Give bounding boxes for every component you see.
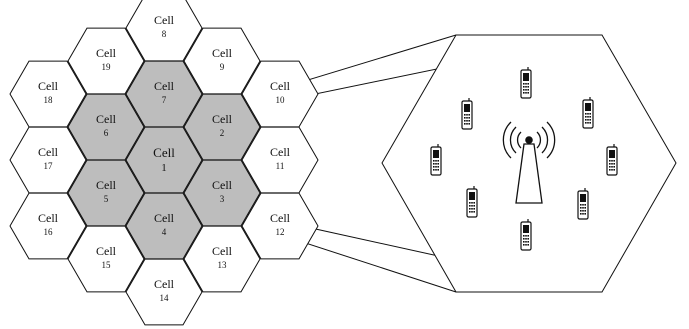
cell-cluster: Cell8Cell9Cell10Cell11Cell12Cell13Cell14…	[9, 0, 319, 326]
mobile-phones	[430, 67, 618, 251]
cell-number: 8	[162, 29, 167, 39]
cell-label: Cell	[96, 178, 117, 192]
cell-17: Cell 17	[9, 126, 87, 194]
cell-number: 1	[161, 162, 167, 174]
cell-3: Cell 3	[183, 159, 261, 227]
cell-label: Cell	[38, 145, 59, 159]
zoomed-cell	[381, 34, 677, 293]
cell-number: 19	[102, 62, 112, 72]
cell-number: 4	[162, 227, 167, 237]
cell-tower-icon	[502, 121, 556, 204]
cell-label: Cell	[212, 46, 233, 60]
cell-7: Cell 7	[125, 60, 203, 128]
cell-label: Cell	[212, 244, 233, 258]
mobile-phone-icon	[466, 186, 478, 218]
cell-hexagon	[9, 60, 87, 128]
cell-hexagon	[67, 93, 145, 161]
cell-1: Cell 1	[125, 126, 203, 194]
cell-label: Cell	[154, 277, 175, 291]
cell-hexagon	[125, 192, 203, 260]
cell-hexagon	[183, 159, 261, 227]
cell-number: 2	[220, 128, 225, 138]
cell-12: Cell 12	[241, 192, 319, 260]
mobile-phone-icon	[606, 144, 618, 176]
cell-16: Cell 16	[9, 192, 87, 260]
cell-label: Cell	[154, 13, 175, 27]
cell-number: 5	[104, 194, 109, 204]
cell-label: Cell	[270, 79, 291, 93]
cell-19: Cell 19	[67, 27, 145, 95]
mobile-phone-icon	[430, 144, 442, 176]
cell-number: 11	[276, 161, 285, 171]
cell-label: Cell	[96, 244, 117, 258]
cell-18: Cell 18	[9, 60, 87, 128]
cell-label: Cell	[153, 145, 175, 160]
cell-number: 14	[160, 293, 170, 303]
mobile-phone-icon	[520, 67, 532, 99]
cell-number: 6	[104, 128, 109, 138]
cell-11: Cell 11	[241, 126, 319, 194]
cell-label: Cell	[154, 211, 175, 225]
cell-6: Cell 6	[67, 93, 145, 161]
cell-label: Cell	[212, 178, 233, 192]
cell-number: 15	[102, 260, 112, 270]
cell-hexagon	[241, 192, 319, 260]
cell-hexagon	[125, 60, 203, 128]
cell-number: 18	[44, 95, 54, 105]
cell-number: 10	[276, 95, 286, 105]
cell-label: Cell	[38, 79, 59, 93]
mobile-phone-icon	[577, 188, 589, 220]
mobile-phone-icon	[582, 97, 594, 129]
cell-number: 9	[220, 62, 225, 72]
cell-label: Cell	[96, 112, 117, 126]
cell-number: 12	[276, 227, 285, 237]
cell-label: Cell	[270, 145, 291, 159]
cell-label: Cell	[38, 211, 59, 225]
cell-14: Cell 14	[125, 258, 203, 326]
cell-4: Cell 4	[125, 192, 203, 260]
cell-label: Cell	[154, 79, 175, 93]
cell-label: Cell	[96, 46, 117, 60]
cell-number: 3	[220, 194, 225, 204]
cell-label: Cell	[270, 211, 291, 225]
mobile-phone-icon	[520, 219, 532, 251]
mobile-phone-icon	[461, 98, 473, 130]
cell-5: Cell 5	[67, 159, 145, 227]
cell-number: 17	[44, 161, 54, 171]
cell-number: 13	[218, 260, 228, 270]
cell-number: 16	[44, 227, 54, 237]
cell-label: Cell	[212, 112, 233, 126]
cell-number: 7	[162, 95, 167, 105]
